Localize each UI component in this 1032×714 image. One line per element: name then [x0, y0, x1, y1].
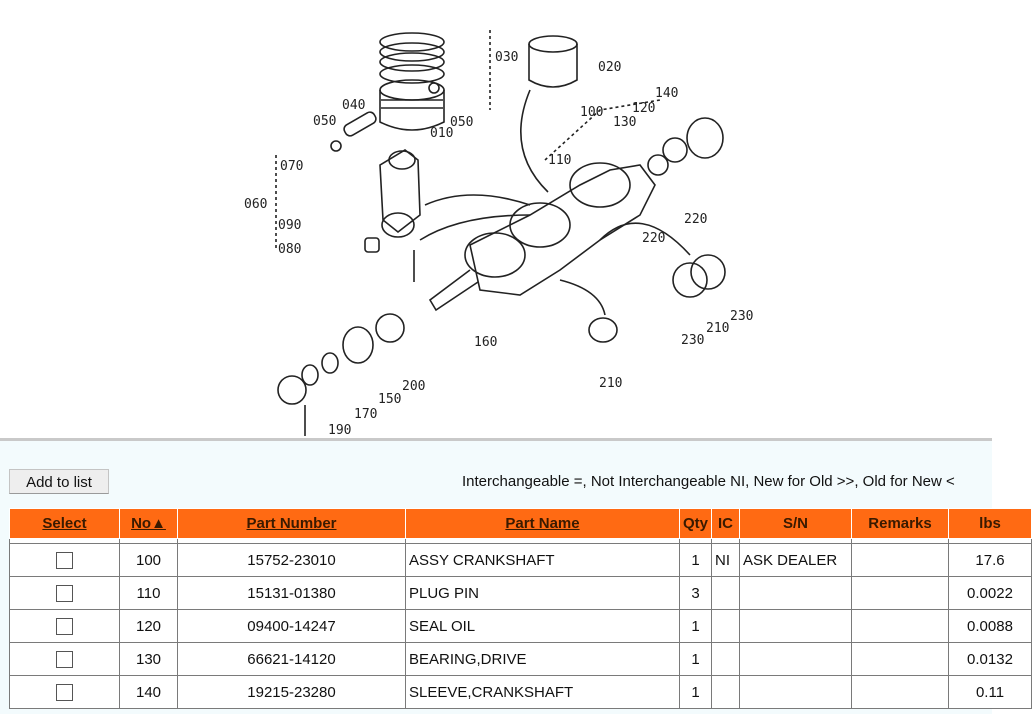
svg-text:080: 080 [278, 242, 301, 257]
lbs-column-header: lbs [948, 508, 1032, 539]
no-cell: 100 [119, 543, 178, 577]
part-number-cell: 15131-01380 [177, 576, 406, 610]
svg-text:210: 210 [706, 321, 729, 336]
sn-cell [739, 576, 852, 610]
part-name-cell: BEARING,DRIVE [405, 642, 680, 676]
select-checkbox[interactable] [56, 551, 73, 569]
ic-cell [711, 642, 740, 676]
remarks-cell [851, 642, 949, 676]
remarks-cell [851, 576, 949, 610]
part-number-cell: 19215-23280 [177, 675, 406, 709]
parts-diagram: 030 020 040 050 010 050 070 060 090 080 … [244, 30, 754, 438]
part-name-cell: ASSY CRANKSHAFT [405, 543, 680, 577]
svg-text:220: 220 [684, 212, 707, 227]
svg-text:210: 210 [599, 376, 622, 391]
svg-text:220: 220 [642, 231, 665, 246]
interchange-legend: Interchangeable =, Not Interchangeable N… [462, 473, 955, 490]
svg-text:070: 070 [280, 159, 303, 174]
part-number-cell: 66621-14120 [177, 642, 406, 676]
svg-text:100: 100 [580, 105, 603, 120]
svg-text:150: 150 [378, 392, 401, 407]
select-checkbox-cell [9, 576, 120, 610]
no-cell: 130 [119, 642, 178, 676]
svg-text:020: 020 [598, 60, 621, 75]
select-checkbox[interactable] [56, 584, 73, 602]
no-cell: 120 [119, 609, 178, 643]
qty-cell: 1 [679, 642, 712, 676]
remarks-column-header: Remarks [851, 508, 949, 539]
svg-text:010: 010 [430, 126, 453, 141]
add-to-list-button[interactable]: Add to list [9, 469, 109, 494]
svg-text:040: 040 [342, 98, 365, 113]
qty-cell: 3 [679, 576, 712, 610]
svg-text:130: 130 [613, 115, 636, 130]
part-name-cell: SLEEVE,CRANKSHAFT [405, 675, 680, 709]
svg-text:160: 160 [474, 335, 497, 350]
svg-text:090: 090 [278, 218, 301, 233]
svg-text:190: 190 [328, 423, 351, 438]
ic-cell: NI [711, 543, 740, 577]
select-column-header[interactable]: Select [9, 508, 120, 539]
no-cell: 110 [119, 576, 178, 610]
sn-cell [739, 675, 852, 709]
select-checkbox-cell [9, 609, 120, 643]
select-checkbox[interactable] [56, 650, 73, 668]
no-cell: 140 [119, 675, 178, 709]
select-checkbox[interactable] [56, 683, 73, 701]
qty-column-header: Qty [679, 508, 712, 539]
part-name-column-header[interactable]: Part Name [405, 508, 680, 539]
sn-cell [739, 642, 852, 676]
svg-text:060: 060 [244, 197, 267, 212]
part-name-cell: SEAL OIL [405, 609, 680, 643]
lbs-cell: 0.11 [948, 675, 1032, 709]
svg-text:170: 170 [354, 407, 377, 422]
lbs-cell: 0.0132 [948, 642, 1032, 676]
select-checkbox-cell [9, 642, 120, 676]
sn-column-header: S/N [739, 508, 852, 539]
select-checkbox[interactable] [56, 617, 73, 635]
svg-text:030: 030 [495, 50, 518, 65]
remarks-cell [851, 543, 949, 577]
sn-cell [739, 609, 852, 643]
section-divider [0, 438, 992, 441]
svg-text:050: 050 [450, 115, 473, 130]
select-checkbox-cell [9, 543, 120, 577]
crankshaft-exploded-view: 030 020 040 050 010 050 070 060 090 080 … [244, 30, 753, 438]
qty-cell: 1 [679, 609, 712, 643]
svg-text:110: 110 [548, 153, 571, 168]
svg-text:200: 200 [402, 379, 425, 394]
part-number-column-header[interactable]: Part Number [177, 508, 406, 539]
ic-column-header: IC [711, 508, 740, 539]
qty-cell: 1 [679, 543, 712, 577]
ic-cell [711, 576, 740, 610]
svg-text:120: 120 [632, 101, 655, 116]
svg-text:230: 230 [730, 309, 753, 324]
table-header-row: Select No▲ Part Number Part Name Qty IC … [9, 508, 1032, 539]
ic-cell [711, 675, 740, 709]
parts-table: Select No▲ Part Number Part Name Qty IC … [9, 508, 1032, 709]
part-name-cell: PLUG PIN [405, 576, 680, 610]
part-number-cell: 15752-23010 [177, 543, 406, 577]
lbs-cell: 17.6 [948, 543, 1032, 577]
no-column-header[interactable]: No▲ [119, 508, 178, 539]
ic-cell [711, 609, 740, 643]
remarks-cell [851, 609, 949, 643]
remarks-cell [851, 675, 949, 709]
sn-cell: ASK DEALER [739, 543, 852, 577]
lbs-cell: 0.0022 [948, 576, 1032, 610]
select-checkbox-cell [9, 675, 120, 709]
lbs-cell: 0.0088 [948, 609, 1032, 643]
qty-cell: 1 [679, 675, 712, 709]
svg-text:230: 230 [681, 333, 704, 348]
svg-text:050: 050 [313, 114, 336, 129]
part-number-cell: 09400-14247 [177, 609, 406, 643]
svg-text:140: 140 [655, 86, 678, 101]
